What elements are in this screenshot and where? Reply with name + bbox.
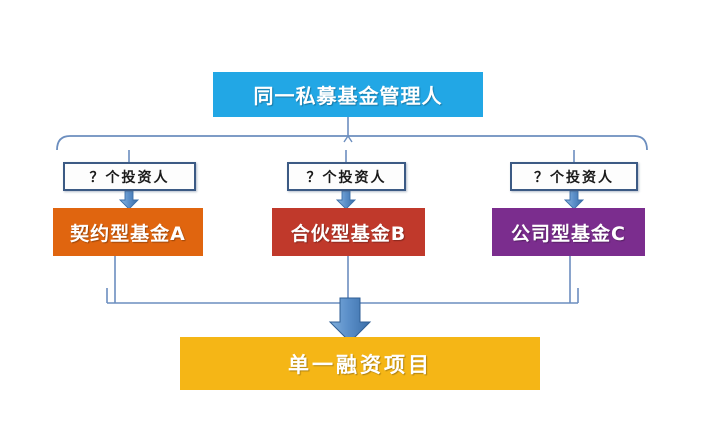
fan-out-bracket [56,135,648,151]
manager-box[interactable]: 同一私募基金管理人 [213,72,483,117]
investor-label-a[interactable]: ？个投资人 [63,162,196,191]
fund-box-corporate-c[interactable]: 公司型基金C [492,208,645,256]
project-box[interactable]: 单一融资项目 [180,337,540,390]
arrow-investor-to-fund-a [118,190,140,210]
fund-box-partnership-b[interactable]: 合伙型基金B [272,208,425,256]
arrow-investor-to-fund-c [563,190,585,210]
arrow-funds-to-project [328,297,372,343]
investor-label-b[interactable]: ？个投资人 [287,162,406,191]
investor-label-c[interactable]: ？个投资人 [510,162,638,191]
fund-box-contractual-a[interactable]: 契约型基金A [53,208,203,256]
manager-notch-icon [343,134,353,143]
arrow-investor-to-fund-b [335,190,357,210]
